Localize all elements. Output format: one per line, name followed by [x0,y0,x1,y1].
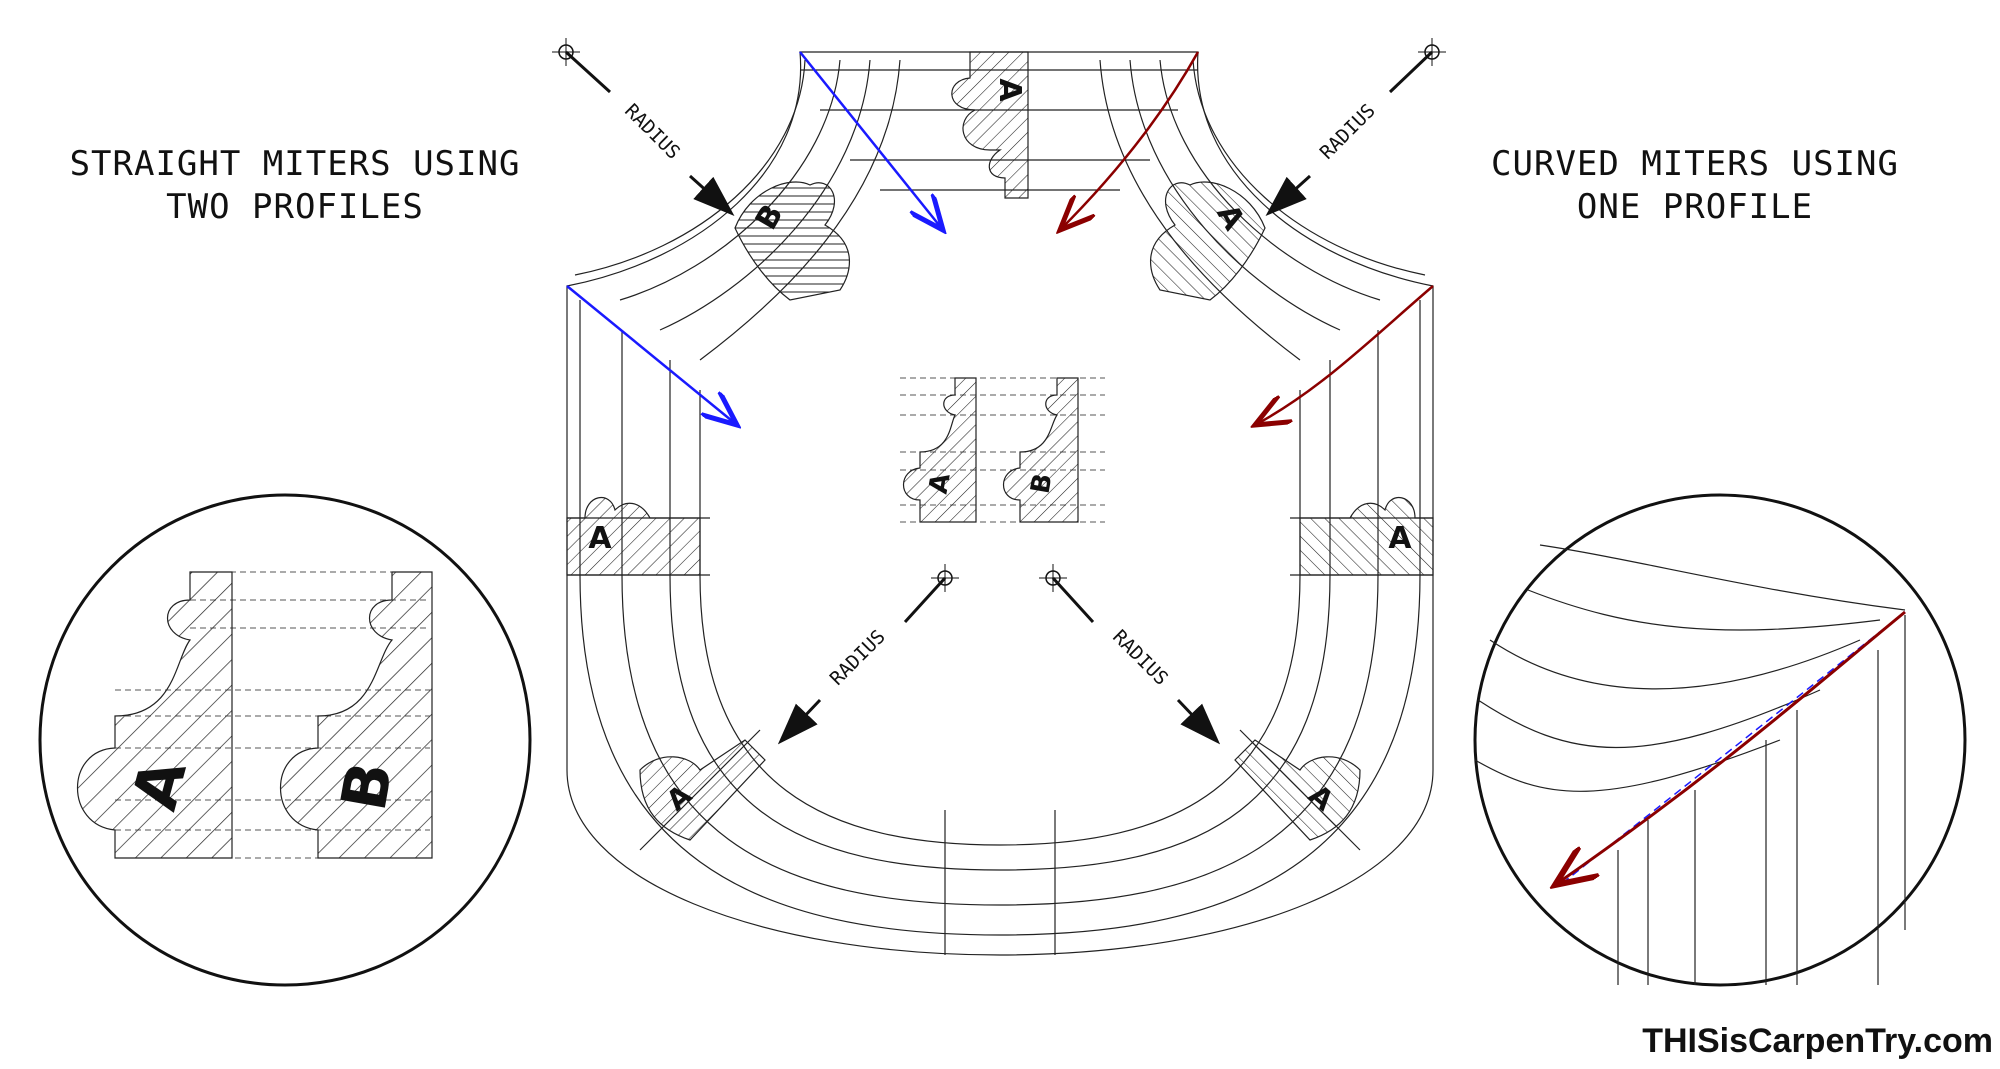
profile-letter-right: A [1388,521,1412,556]
profile-top: A [951,51,1029,199]
profile-upper-left: B [734,181,850,301]
profile-upper-right: A [1150,181,1266,301]
radius-label-lower-right: RADIUS [1108,626,1172,690]
profile-letter-left: A [588,521,612,556]
radius-leader-top-right: RADIUS [1265,38,1446,217]
right-detail-circle [1473,493,1967,987]
brand-logo: THISisCarpenTry.com [1642,1022,1993,1060]
radius-label-top-right: RADIUS [1316,100,1380,164]
left-title-line-1: STRAIGHT MITERS USING [70,144,521,184]
profile-letter-top: A [992,78,1027,102]
radius-leader-top-left: RADIUS [552,38,735,217]
profile-lower-left: A [639,739,766,841]
right-title-line-1: CURVED MITERS USING [1491,144,1899,184]
radius-label-lower-left: RADIUS [826,626,890,690]
profile-right: A [1299,496,1434,576]
curved-miter-lines [1060,51,1434,425]
center-profiles: A B [900,377,1105,523]
left-title-line-2: TWO PROFILES [166,187,424,227]
right-title-line-2: ONE PROFILE [1577,187,1813,227]
left-detail-circle: A B [38,493,532,987]
profile-left: A [566,496,701,576]
radius-label-top-left: RADIUS [620,100,684,164]
straight-miter-lines [566,51,943,425]
radius-leader-lower-left: RADIUS [777,564,959,745]
profile-lower-right: A [1234,739,1361,841]
radius-leader-lower-right: RADIUS [1039,564,1221,745]
